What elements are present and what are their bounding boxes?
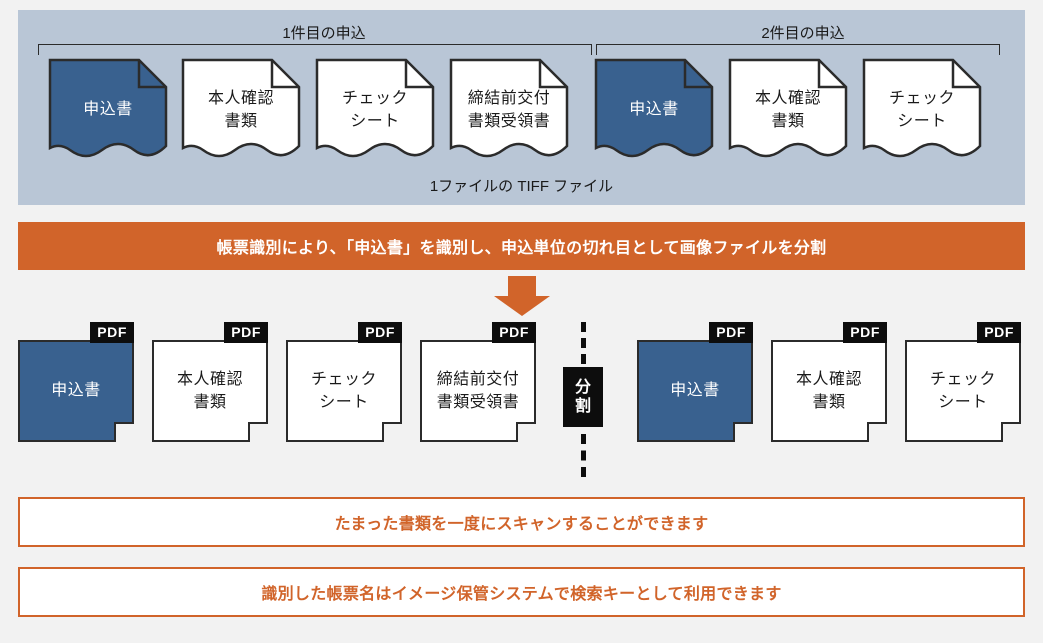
doc-label-1: 申込書 (83, 101, 133, 119)
split-marker: 分 割 (555, 322, 611, 477)
doc-shape-6 (728, 58, 848, 158)
doc-label-wrap-6: 本人確認 書類 (730, 58, 846, 162)
pdf-label-6-line2: 書類 (812, 394, 846, 411)
pdf-label-3-line2: シート (319, 394, 369, 411)
doc-label-wrap-4: 締結前交付 書類受領書 (451, 58, 567, 162)
pdf-body-1: 申込書 (18, 340, 134, 442)
doc-label-7-line1: チェック (888, 89, 955, 107)
doc-fold-7 (951, 60, 980, 89)
note-text-1: たまった書類を一度にスキャンすることができます (334, 516, 709, 533)
pdf-card-2[interactable]: PDF 本人確認 書類 (152, 322, 268, 442)
doc-label-6-line1: 本人確認 (754, 89, 821, 107)
pdf-body-7: チェック シート (905, 340, 1021, 442)
doc-shape-3 (315, 58, 435, 158)
doc-label-7: チェック シート (887, 87, 957, 133)
group-bracket-2 (596, 44, 1000, 55)
tiff-documents-group (48, 58, 982, 158)
pdf-body-5: 申込書 (637, 340, 753, 442)
pdf-badge-7: PDF (977, 322, 1021, 343)
pdf-badge-4: PDF (492, 322, 536, 343)
doc-fold-6 (817, 60, 846, 89)
doc-label-7-line2: シート (897, 113, 947, 130)
doc-label-5: 申込書 (629, 101, 679, 119)
group-label-1: 1件目の申込 (282, 25, 366, 42)
pdf-body-6: 本人確認 書類 (771, 340, 887, 442)
note-text-2: 識別した帳票名はイメージ保管システムで検索キーとして利用できます (261, 586, 782, 603)
doc-fold-3 (404, 60, 433, 89)
doc-fold-2 (270, 60, 299, 89)
doc-label-4: 締結前交付 書類受領書 (466, 87, 553, 133)
pdf-card-6[interactable]: PDF 本人確認 書類 (771, 322, 887, 442)
pdf-label-2-line2: 書類 (193, 394, 227, 411)
doc-label-6-line2: 書類 (771, 113, 805, 130)
doc-label-2: 本人確認 書類 (206, 87, 276, 133)
doc-label-wrap-7: チェック シート (864, 58, 980, 162)
doc-fold-5 (683, 60, 712, 89)
group-label-2: 2件目の申込 (761, 25, 845, 42)
pdf-badge-1: PDF (90, 322, 134, 343)
down-arrow-icon (494, 276, 550, 316)
pdf-badge-6: PDF (843, 322, 887, 343)
pdf-label-7: チェック シート (930, 368, 996, 414)
pdf-label-4-line2: 書類受領書 (436, 394, 520, 411)
tiff-file-caption: 1ファイルの TIFF ファイル (429, 178, 614, 195)
pdf-label-1: 申込書 (51, 382, 101, 400)
pdf-body-3: チェック シート (286, 340, 402, 442)
note-box-2: 識別した帳票名はイメージ保管システムで検索キーとして利用できます (18, 567, 1025, 617)
note-box-1: たまった書類を一度にスキャンすることができます (18, 497, 1025, 547)
pdf-badge-3: PDF (358, 322, 402, 343)
split-dash-bottom (581, 434, 591, 477)
pdf-card-3[interactable]: PDF チェック シート (286, 322, 402, 442)
pdf-body-2: 本人確認 書類 (152, 340, 268, 442)
doc-label-wrap-1: 申込書 (50, 58, 166, 162)
pdf-body-4: 締結前交付 書類受領書 (420, 340, 536, 442)
doc-shape-7 (862, 58, 982, 158)
doc-shape-4 (449, 58, 569, 158)
doc-label-2-line1: 本人確認 (207, 89, 274, 107)
pdf-card-7[interactable]: PDF チェック シート (905, 322, 1021, 442)
doc-shape-2 (181, 58, 301, 158)
doc-label-2-line2: 書類 (224, 113, 258, 130)
pdf-label-2: 本人確認 書類 (177, 368, 243, 414)
doc-fold-1 (137, 60, 166, 89)
doc-label-3: チェック シート (340, 87, 410, 133)
doc-shape-5 (594, 58, 714, 158)
split-label-text: 分 割 (575, 378, 591, 416)
doc-label-3-line1: チェック (341, 89, 408, 107)
pdf-badge-2: PDF (224, 322, 268, 343)
group-bracket-1 (38, 44, 592, 55)
pdf-label-5: 申込書 (670, 382, 720, 400)
doc-shape-1 (48, 58, 168, 158)
pdf-label-7-line2: シート (938, 394, 988, 411)
split-label-line2: 割 (574, 398, 591, 415)
pdf-label-3-line1: チェック (310, 370, 377, 388)
doc-label-6: 本人確認 書類 (753, 87, 823, 133)
tiff-source-panel: 1件目の申込 2件目の申込 申込書 (18, 10, 1025, 205)
pdf-label-3: チェック シート (311, 368, 377, 414)
doc-label-3-line2: シート (350, 113, 400, 130)
split-dash-top (581, 322, 591, 364)
doc-label-wrap-3: チェック シート (317, 58, 433, 162)
pdf-card-4[interactable]: PDF 締結前交付 書類受領書 (420, 322, 536, 442)
pdf-label-4-line1: 締結前交付 (436, 370, 520, 388)
doc-fold-4 (538, 60, 567, 89)
pdf-label-6: 本人確認 書類 (796, 368, 862, 414)
doc-label-4-line1: 締結前交付 (467, 89, 551, 107)
pdf-card-1[interactable]: PDF 申込書 (18, 322, 134, 442)
pdf-card-5[interactable]: PDF 申込書 (637, 322, 753, 442)
process-description-text: 帳票識別により、「申込書」を識別し、申込単位の切れ目として画像ファイルを分割 (216, 240, 827, 257)
process-description-band: 帳票識別により、「申込書」を識別し、申込単位の切れ目として画像ファイルを分割 (18, 222, 1025, 270)
pdf-label-2-line1: 本人確認 (176, 370, 243, 388)
pdf-badge-5: PDF (709, 322, 753, 343)
doc-label-wrap-5: 申込書 (596, 58, 712, 162)
pdf-label-6-line1: 本人確認 (795, 370, 862, 388)
split-label-line1: 分 (574, 378, 591, 396)
pdf-label-7-line1: チェック (929, 370, 996, 388)
pdf-label-4: 締結前交付 書類受領書 (437, 368, 520, 414)
doc-label-wrap-2: 本人確認 書類 (183, 58, 299, 162)
doc-label-4-line2: 書類受領書 (467, 113, 551, 130)
split-label: 分 割 (563, 367, 603, 427)
